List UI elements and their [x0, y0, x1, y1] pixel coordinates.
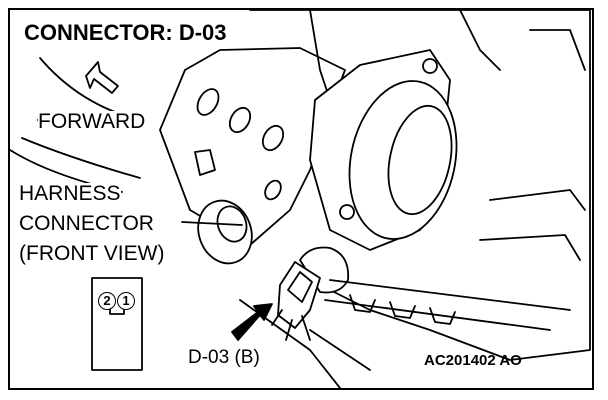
harness-wires	[271, 309, 311, 341]
plate-hole	[196, 88, 220, 116]
harness-label-line3: (FRONT VIEW)	[19, 242, 165, 265]
harness-label-line1: HARNESS	[19, 182, 121, 205]
pin-1: 1	[117, 292, 135, 310]
knob-inner	[216, 205, 248, 243]
rail	[329, 279, 571, 311]
figure-code: AC201402 AO	[424, 352, 522, 369]
panel-edge	[529, 29, 586, 71]
forward-label: FORWARD	[38, 110, 146, 133]
diagram-frame: CONNECTOR: D-03 FORWARD HARNESS CONNECTO…	[8, 8, 594, 390]
rail-notch	[429, 307, 456, 325]
part-label: D-03 (B)	[188, 347, 260, 368]
plate-hole	[228, 106, 252, 134]
housing-bolt	[339, 204, 355, 220]
base-line	[309, 329, 371, 371]
forward-arrow	[85, 61, 119, 94]
rail-notch	[349, 294, 376, 313]
plate-pin	[194, 149, 216, 176]
sweep-line	[21, 137, 141, 179]
harness-label-line2: CONNECTOR	[19, 212, 154, 235]
rail-notch	[389, 301, 416, 319]
rail	[324, 299, 551, 331]
harness-leader	[181, 221, 243, 226]
connector-front-view-box	[91, 277, 143, 371]
knob	[197, 199, 253, 265]
housing-disc-inner	[387, 104, 453, 216]
connector-illustration	[10, 10, 591, 388]
housing-disc	[348, 80, 458, 240]
pointer-arrow	[231, 303, 273, 341]
plate-hole	[261, 124, 285, 152]
connector-face	[287, 271, 313, 303]
panel-edge	[489, 189, 586, 211]
plate-hole	[264, 179, 282, 201]
panel-edge	[459, 10, 501, 71]
connector-title: CONNECTOR: D-03	[22, 20, 229, 45]
housing-bolt	[422, 58, 438, 74]
pin-2: 2	[98, 292, 116, 310]
panel-edge	[479, 234, 581, 261]
connector-key	[109, 307, 125, 315]
